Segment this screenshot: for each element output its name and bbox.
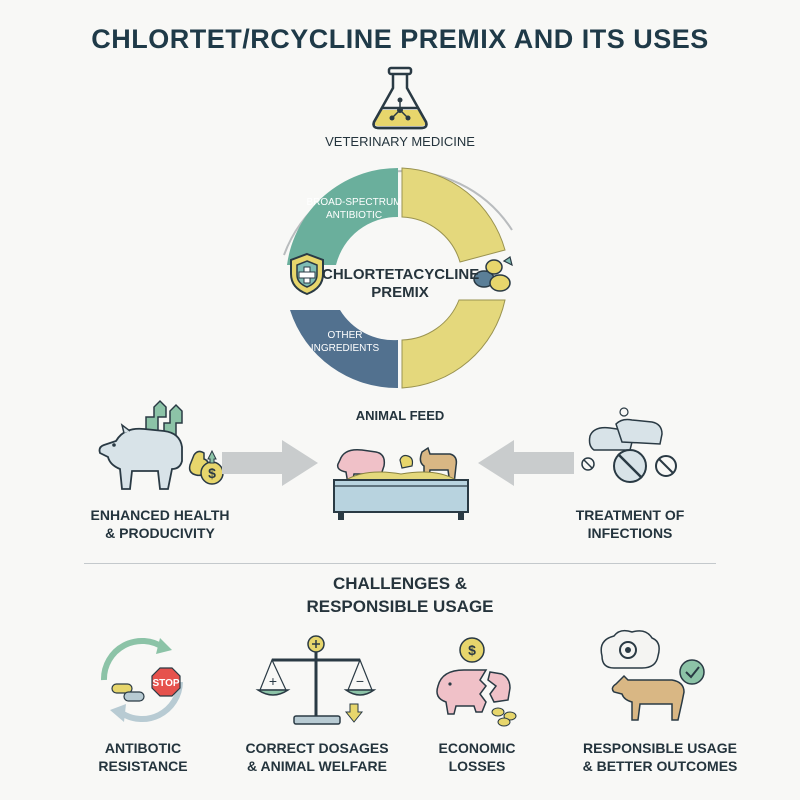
pills-icon (473, 256, 513, 292)
enhanced-health-label: ENHANCED HEALTH & PRODUCIVITY (90, 507, 230, 541)
healthy-pig-icon: $ (98, 399, 224, 490)
segment-antibiotic (287, 168, 398, 265)
veterinary-medicine-label: VETERINARY MEDICINE (325, 134, 475, 149)
economic-losses-label: ECONOMIC LOSSES (438, 740, 516, 774)
segment-other-ingredients (290, 310, 398, 389)
svg-text:STOP: STOP (152, 678, 179, 689)
flask-icon (372, 66, 428, 130)
segment-yellow-bottom (401, 299, 506, 389)
feed-trough-icon (333, 446, 469, 520)
treatment-infections-label: TREATMENT OF INFECTIONS (575, 507, 685, 541)
svg-text:$: $ (208, 465, 216, 481)
svg-text:−: − (356, 673, 364, 689)
checked-cow-icon (600, 629, 705, 721)
antibiotic-resistance-label: ANTIBOTIC RESISTANCE (98, 740, 188, 774)
resistance-cycle-icon: STOP (100, 637, 183, 723)
donut-center-label: CHLORTETACYCLINE PREMIX (322, 266, 480, 301)
page-title: CHLORTET/RCYCLINE PREMIX AND ITS USES (91, 24, 709, 54)
arrow-right-icon (222, 440, 318, 486)
svg-text:$: $ (468, 642, 476, 658)
segment-yellow-top (401, 167, 506, 263)
responsible-usage-label: RESPONSIBLE USAGE & BETTER OUTCOMES (582, 740, 738, 774)
animal-feed-label: ANIMAL FEED (355, 408, 445, 423)
broken-piggy-bank-icon: $ (436, 637, 517, 727)
challenges-heading: CHALLENGES & RESPONSIBLE USAGE (306, 574, 494, 616)
correct-dosages-label: CORRECT DOSAGES & ANIMAL WELFARE (245, 740, 389, 774)
section-divider (84, 563, 716, 564)
arrow-left-icon (478, 440, 574, 486)
infection-treatment-icon (581, 407, 677, 483)
segment-other-label: OTHER INGREDIENTS (310, 330, 380, 354)
segment-antibiotic-label: BROAD-SPECTRUM ANTIBIOTIC (306, 197, 402, 221)
balance-scale-icon: + − (255, 635, 377, 725)
shield-icon (290, 252, 324, 296)
svg-text:+: + (269, 673, 277, 689)
